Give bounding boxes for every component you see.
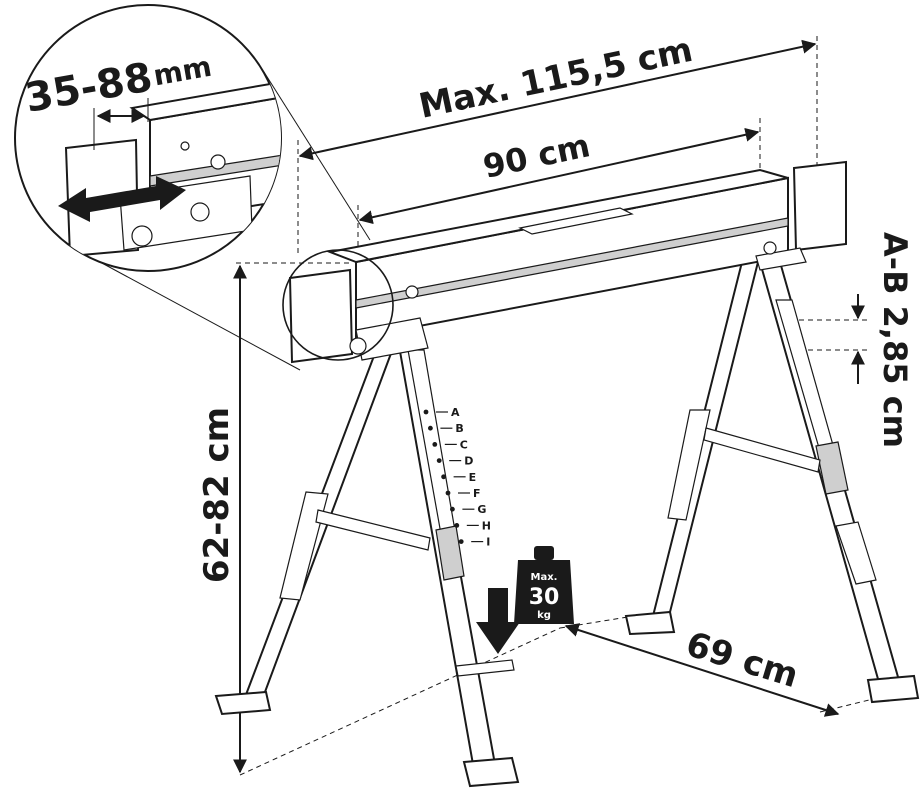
height-position-label: I: [486, 536, 490, 549]
height-position-label: F: [473, 487, 481, 500]
height-position-hole: [445, 490, 451, 496]
rear-right-leg: [624, 261, 760, 636]
weight-max-label: Max.: [531, 572, 558, 583]
height-position-label: A: [451, 406, 460, 419]
weight-icon: Max. 30 kg: [514, 546, 574, 624]
double-arrow-icon: [58, 176, 186, 222]
height-position-hole: [436, 458, 442, 463]
zoom-connector: [99, 71, 394, 371]
foot-step: [455, 659, 515, 677]
cross-braces: [315, 427, 821, 551]
height-position-label: E: [469, 471, 477, 484]
height-position-hole: [423, 409, 429, 415]
step-label: A-B 2,85 cm: [876, 232, 914, 448]
height-position-label: H: [482, 519, 491, 532]
top-beam: [288, 160, 847, 364]
down-arrow-icon: [476, 588, 520, 654]
height-position-hole: [432, 442, 438, 447]
zoom-knob-icon: [131, 225, 153, 247]
height-position-label: B: [455, 422, 463, 435]
height-position-hole: [428, 425, 433, 431]
height-position-hole: [454, 523, 460, 528]
height-position-hole: [441, 474, 446, 480]
dimension-lines: [233, 39, 865, 774]
length-label: 90 cm: [480, 126, 594, 186]
height-position-label: C: [460, 438, 468, 451]
weight-unit: kg: [537, 610, 551, 621]
height-position-hole: [458, 539, 464, 544]
knob-icon[interactable]: [349, 337, 367, 355]
height-position-hole: [450, 506, 455, 512]
zoom-detail: [14, 4, 282, 272]
height-position-label: G: [477, 503, 486, 516]
height-position-label: D: [464, 455, 473, 468]
width-label: 69 cm: [681, 624, 802, 696]
weight-value: 30: [529, 585, 560, 610]
height-label: 62-82 cm: [197, 407, 237, 583]
